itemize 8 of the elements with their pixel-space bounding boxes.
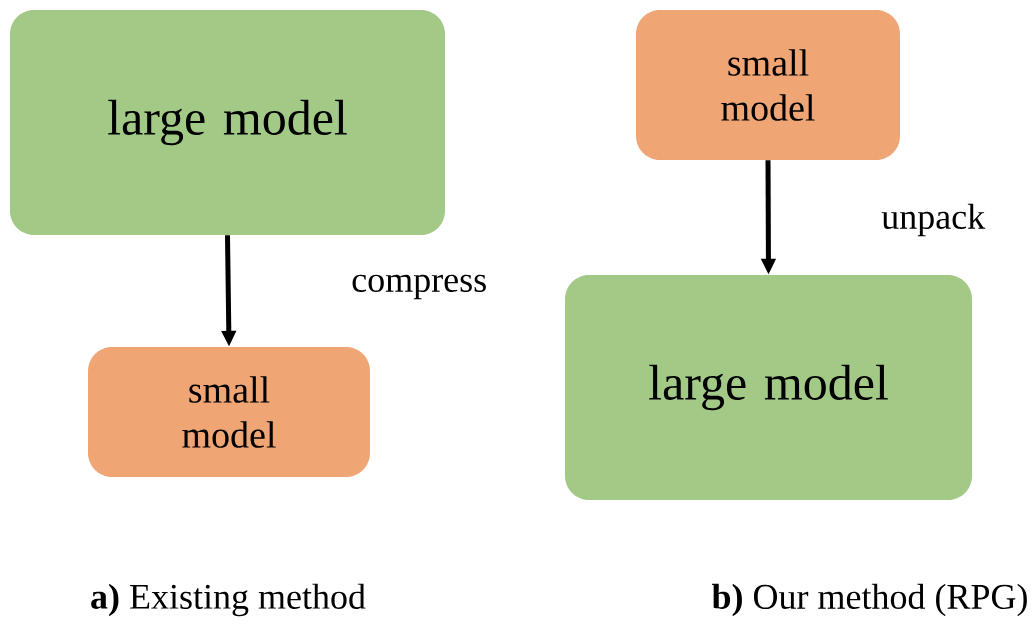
edge-label: unpack [881,203,986,237]
caption: b) Our method (RPG) [711,583,1027,617]
model-box: small model [88,347,370,477]
model-box: large model [565,275,972,500]
model-box: large model [10,10,445,235]
edge-label: compress [352,274,486,300]
model-box: small model [636,10,900,160]
caption: a) Existing method [91,583,366,617]
